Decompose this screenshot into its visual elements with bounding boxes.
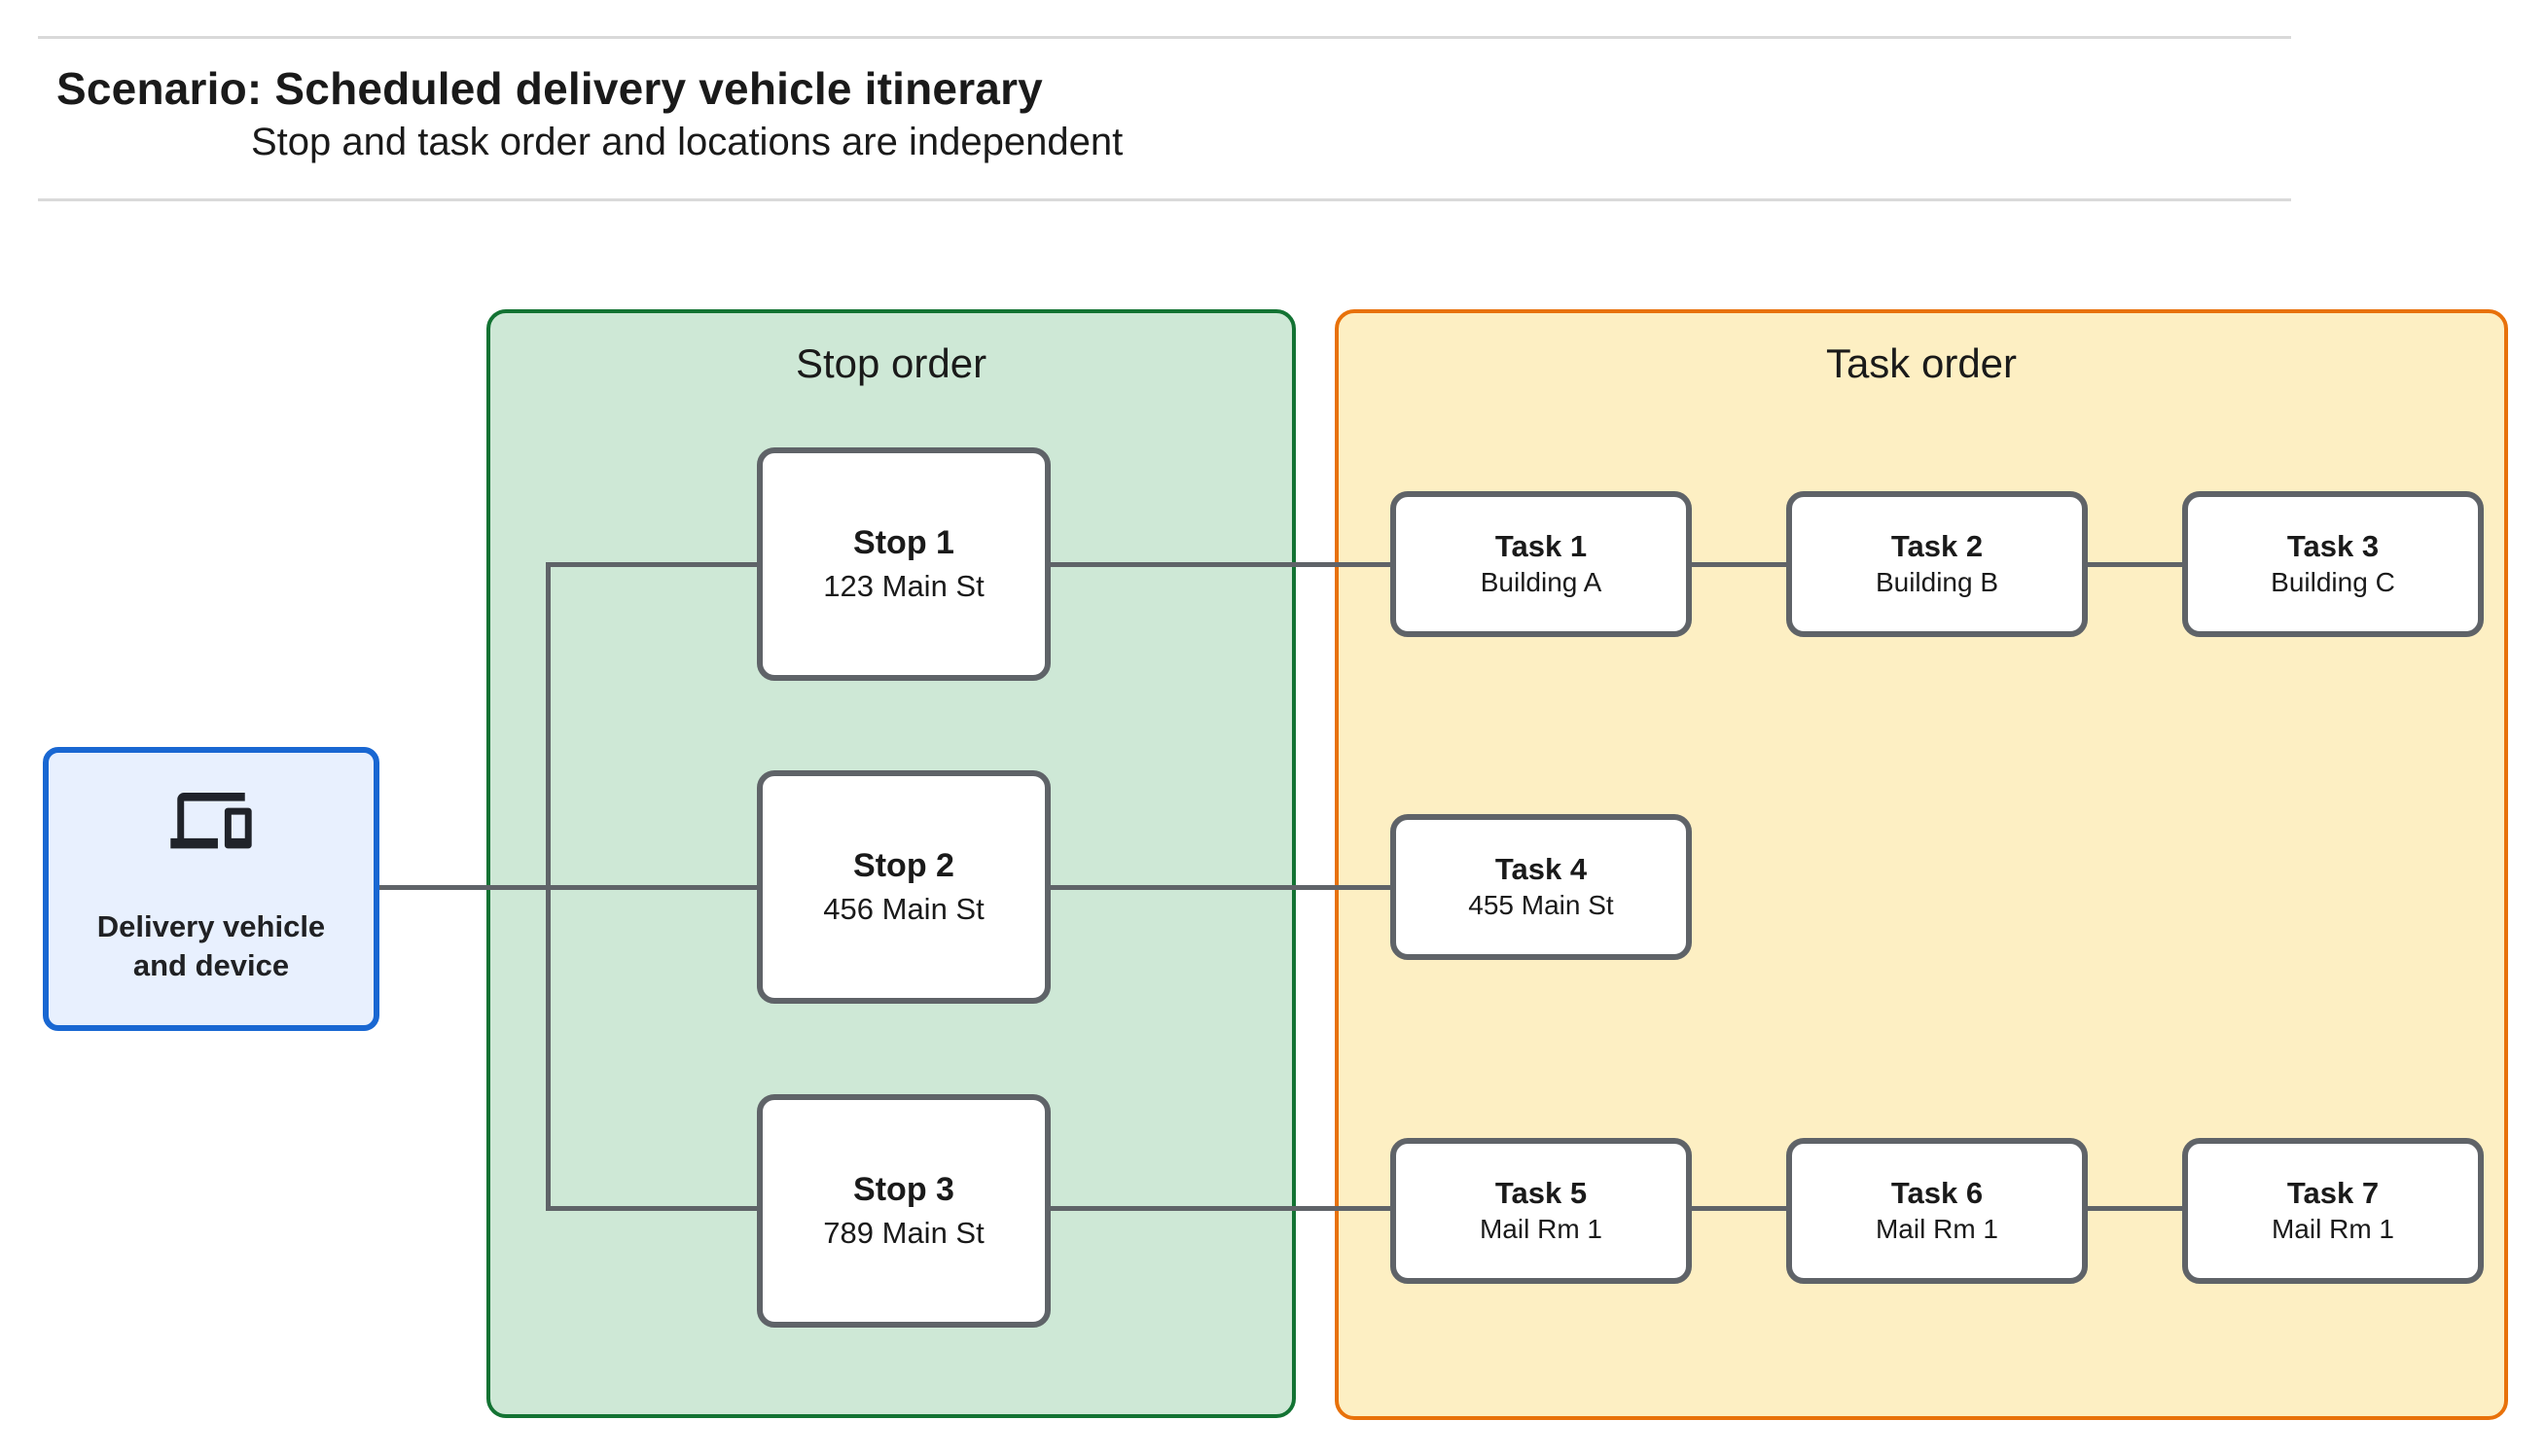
stop-order-panel-title: Stop order — [795, 340, 987, 386]
task-3-label: Task 3 — [2286, 529, 2380, 564]
stop-2-node: Stop 2 456 Main St — [757, 770, 1051, 1004]
task-7-location: Mail Rm 1 — [2271, 1214, 2394, 1245]
divider-line-bottom — [38, 198, 2291, 201]
page-title: Scenario: Scheduled delivery vehicle iti… — [56, 63, 1043, 114]
devices-icon — [170, 792, 252, 849]
connector-stop1-to-task1 — [1051, 562, 1390, 567]
connector-trunk-to-stop1 — [546, 562, 757, 567]
task-3-node: Task 3 Building C — [2182, 491, 2484, 637]
task-2-location: Building B — [1875, 567, 1999, 598]
task-4-node: Task 4 455 Main St — [1390, 814, 1692, 960]
task-7-node: Task 7 Mail Rm 1 — [2182, 1138, 2484, 1284]
delivery-vehicle-label: Delivery vehicle and device — [96, 908, 326, 982]
connector-task5-to-task6 — [1692, 1206, 1786, 1211]
task-5-node: Task 5 Mail Rm 1 — [1390, 1138, 1692, 1284]
connector-task1-to-task2 — [1692, 562, 1786, 567]
divider-line-top — [38, 36, 2291, 39]
stop-3-node: Stop 3 789 Main St — [757, 1094, 1051, 1328]
task-4-location: 455 Main St — [1468, 890, 1614, 921]
task-order-panel-title: Task order — [1825, 340, 2018, 386]
connector-trunk-vertical — [546, 562, 551, 1211]
task-2-node: Task 2 Building B — [1786, 491, 2088, 637]
connector-task2-to-task3 — [2088, 562, 2182, 567]
task-5-label: Task 5 — [1494, 1176, 1588, 1211]
stop-1-location: 123 Main St — [823, 568, 985, 603]
task-1-label: Task 1 — [1494, 529, 1588, 564]
connector-stop3-to-task5 — [1051, 1206, 1390, 1211]
stop-1-label: Stop 1 — [853, 524, 954, 562]
task-1-node: Task 1 Building A — [1390, 491, 1692, 637]
connector-stop2-to-task4 — [1051, 885, 1390, 890]
task-3-location: Building C — [2271, 567, 2395, 598]
task-6-node: Task 6 Mail Rm 1 — [1786, 1138, 2088, 1284]
stop-3-label: Stop 3 — [853, 1171, 954, 1209]
task-6-label: Task 6 — [1890, 1176, 1984, 1211]
task-5-location: Mail Rm 1 — [1479, 1214, 1602, 1245]
connector-task6-to-task7 — [2088, 1206, 2182, 1211]
task-2-label: Task 2 — [1890, 529, 1984, 564]
stop-3-location: 789 Main St — [823, 1215, 985, 1250]
page-subtitle: Stop and task order and locations are in… — [251, 121, 1124, 163]
connector-trunk-to-stop3 — [546, 1206, 757, 1211]
stop-2-location: 456 Main St — [823, 891, 985, 926]
delivery-vehicle-node: Delivery vehicle and device — [43, 747, 379, 1031]
task-6-location: Mail Rm 1 — [1875, 1214, 1998, 1245]
stop-1-node: Stop 1 123 Main St — [757, 447, 1051, 681]
task-1-location: Building A — [1480, 567, 1602, 598]
task-4-label: Task 4 — [1494, 852, 1588, 887]
connector-source-to-stop2 — [379, 885, 757, 890]
task-7-label: Task 7 — [2286, 1176, 2380, 1211]
stop-2-label: Stop 2 — [853, 847, 954, 885]
